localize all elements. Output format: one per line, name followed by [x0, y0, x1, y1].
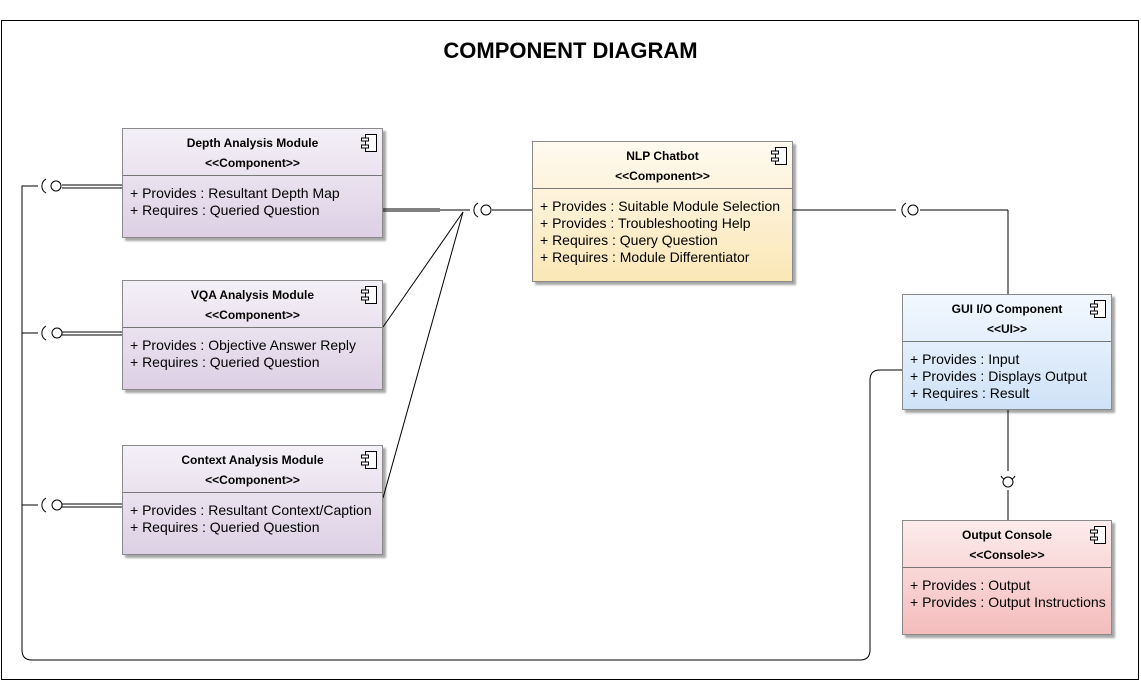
interface-item: + Requires : Queried Question — [130, 519, 320, 535]
component-name: Context Analysis Module — [181, 453, 324, 467]
component-stereotype: <<UI>> — [986, 322, 1028, 336]
socket-depth — [41, 178, 47, 194]
component-name: NLP Chatbot — [626, 149, 699, 163]
component-icon — [361, 134, 377, 152]
socket-vqa — [41, 325, 47, 341]
component-stereotype: <<Component>> — [205, 308, 300, 322]
component-name: Depth Analysis Module — [186, 136, 319, 150]
component-name: GUI I/O Component — [951, 302, 1063, 316]
ball-context — [51, 499, 63, 511]
diagram-frame — [1, 20, 1139, 680]
component-stereotype: <<Component>> — [205, 473, 300, 487]
component-icon — [1090, 526, 1106, 544]
ball-depth — [50, 180, 62, 192]
interface-item: + Provides : Troubleshooting Help — [540, 215, 751, 231]
component-icon — [771, 147, 787, 165]
ball-vqa — [51, 327, 63, 339]
interface-item: + Provides : Objective Answer Reply — [130, 337, 357, 353]
component-interfaces: + Provides : Resultant Depth Map + Requi… — [123, 176, 382, 219]
component-stereotype: <<Console>> — [969, 548, 1045, 562]
component-interfaces: + Provides : Output + Provides : Output … — [903, 568, 1111, 611]
component-vqa-analysis[interactable]: VQA Analysis Module <<Component>> + Prov… — [122, 280, 383, 390]
interface-item: + Requires : Query Question — [540, 232, 718, 248]
ball-nlp-left — [480, 204, 492, 216]
component-icon — [361, 286, 377, 304]
component-gui-io[interactable]: GUI I/O Component <<UI>> + Provides : In… — [902, 294, 1112, 410]
component-header: Output Console <<Console>> — [903, 521, 1111, 568]
interface-item: + Provides : Suitable Module Selection — [540, 198, 781, 214]
interface-item: + Provides : Output Instructions — [910, 594, 1106, 610]
component-icon — [1090, 300, 1106, 318]
interface-item: + Requires : Queried Question — [130, 354, 320, 370]
component-header: NLP Chatbot <<Component>> — [533, 142, 792, 189]
component-nlp-chatbot[interactable]: NLP Chatbot <<Component>> + Provides : S… — [532, 141, 793, 282]
socket-nlp-left — [473, 202, 479, 218]
component-interfaces: + Provides : Objective Answer Reply + Re… — [123, 328, 382, 371]
component-icon — [361, 451, 377, 469]
interface-item: + Provides : Resultant Context/Caption — [130, 502, 372, 518]
component-interfaces: + Provides : Resultant Context/Caption +… — [123, 493, 382, 536]
component-stereotype: <<Component>> — [615, 169, 710, 183]
interface-item: + Provides : Displays Output — [910, 368, 1088, 384]
component-depth-analysis[interactable]: Depth Analysis Module <<Component>> + Pr… — [122, 128, 383, 238]
interface-item: + Requires : Result — [910, 385, 1030, 401]
component-stereotype: <<Component>> — [205, 156, 300, 170]
component-interfaces: + Provides : Input + Provides : Displays… — [903, 342, 1111, 402]
interface-item: + Provides : Input — [910, 351, 1020, 367]
interface-item: + Requires : Module Differentiator — [540, 249, 750, 265]
component-header: GUI I/O Component <<UI>> — [903, 295, 1111, 342]
socket-context — [41, 497, 47, 513]
socket-nlp-right — [901, 202, 907, 218]
interface-item: + Requires : Queried Question — [130, 202, 320, 218]
component-name: Output Console — [962, 528, 1052, 542]
component-header: Context Analysis Module <<Component>> — [123, 446, 382, 493]
assembly-connector-bus — [21, 185, 902, 661]
diagram-title: COMPONENT DIAGRAM — [443, 38, 698, 63]
interface-item: + Provides : Resultant Depth Map — [130, 185, 340, 201]
component-context-analysis[interactable]: Context Analysis Module <<Component>> + … — [122, 445, 383, 555]
ball-nlp-right — [907, 204, 919, 216]
component-name: VQA Analysis Module — [190, 288, 315, 302]
ball-console — [1002, 476, 1014, 488]
component-output-console[interactable]: Output Console <<Console>> + Provides : … — [902, 520, 1112, 635]
component-interfaces: + Provides : Suitable Module Selection +… — [533, 189, 792, 266]
component-header: VQA Analysis Module <<Component>> — [123, 281, 382, 328]
interface-item: + Provides : Output — [910, 577, 1031, 593]
component-header: Depth Analysis Module <<Component>> — [123, 129, 382, 176]
